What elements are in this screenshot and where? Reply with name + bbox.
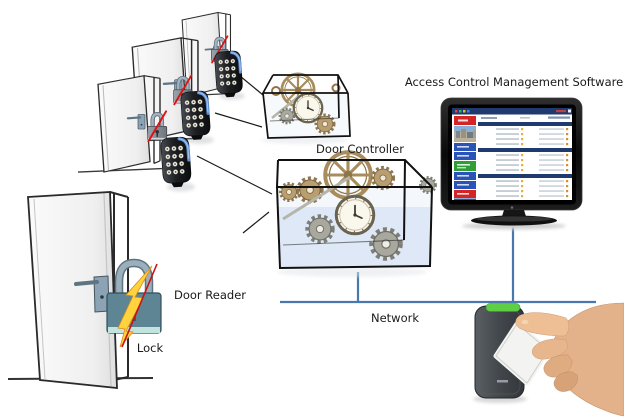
door-panel	[27, 191, 118, 390]
fingernail	[521, 319, 529, 325]
software-topbar	[452, 108, 572, 115]
connector-lines	[196, 75, 273, 234]
network-label: Network	[370, 311, 420, 325]
ring-finger	[543, 354, 573, 378]
sidebar-green-item	[454, 161, 476, 171]
connector-reader3-controller	[196, 155, 273, 195]
middle-finger	[532, 338, 569, 360]
reader-led-strip	[485, 303, 521, 312]
network-lines	[280, 220, 596, 304]
controller-box-small	[261, 72, 351, 144]
software-main-list	[478, 116, 572, 198]
monitor	[440, 97, 583, 230]
keypad-reader-icon	[212, 49, 245, 100]
access-card-icon	[493, 321, 551, 386]
door-group-1	[165, 11, 245, 100]
door-group-2	[109, 36, 214, 144]
pinky-finger	[553, 371, 578, 392]
lock-label: Lock	[136, 341, 164, 355]
padlock-lightning-icon	[106, 258, 162, 348]
index-finger	[515, 312, 569, 337]
door-reader-label: Door Reader	[173, 288, 246, 302]
lightning-bolt-icon	[117, 265, 153, 348]
wireframe-box	[275, 159, 433, 270]
connector-doorreader-controller	[242, 211, 270, 234]
door-controller-label: Door Controller	[316, 142, 404, 156]
door-handle	[74, 280, 99, 286]
connector-reader2-controller	[214, 112, 263, 128]
clock-icon	[334, 194, 376, 236]
keypad-reader-icon	[178, 88, 213, 143]
clock-icon	[292, 92, 324, 124]
topbar-icons	[455, 109, 571, 113]
controller-box-large	[275, 150, 437, 277]
software-label: Access Control Management Software	[404, 75, 624, 89]
software-sidebar	[454, 116, 476, 200]
gear-icon	[370, 165, 396, 191]
sidebar-photo	[454, 126, 476, 142]
section-header-bars	[478, 122, 572, 178]
red-slash	[121, 263, 158, 348]
connector-reader1-controller	[239, 75, 264, 96]
hand-icon	[515, 302, 624, 417]
door-group-3	[76, 74, 195, 192]
wireframe-box	[261, 74, 351, 139]
door-large	[7, 191, 154, 390]
keypad-reader-icon	[158, 134, 194, 190]
